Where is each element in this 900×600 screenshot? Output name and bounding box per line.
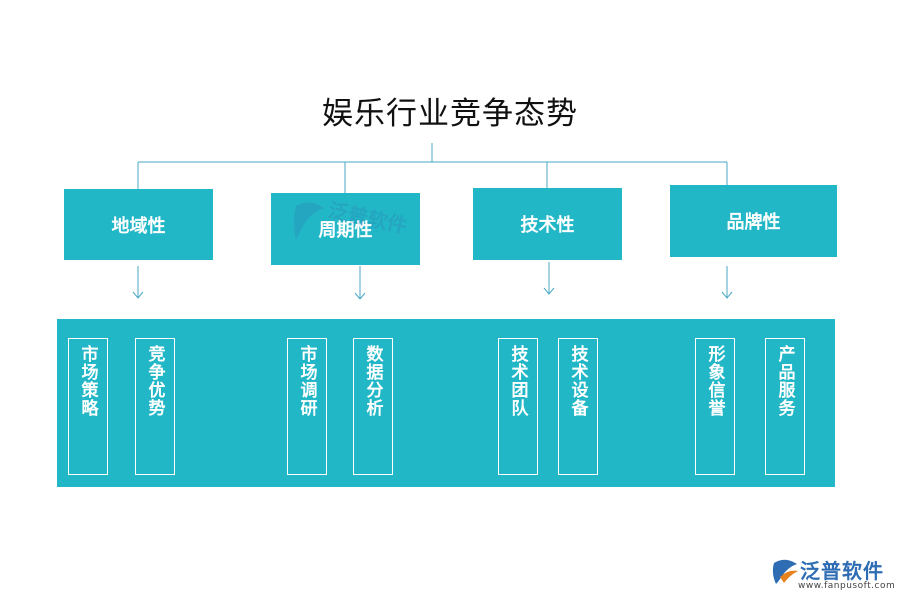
item-box: 形象信誉 [695,338,735,475]
item-box: 产品服务 [765,338,805,475]
category-label: 品牌性 [726,212,781,233]
item-box: 数据分析 [353,338,393,475]
arrow-1-head [132,291,144,299]
diagram-title: 娱乐行业竞争态势 [322,96,578,132]
category-label: 技术性 [520,215,575,236]
item-box: 技术团队 [498,338,538,475]
arrow-3-head [543,287,555,295]
category-box-brand: 品牌性 [670,185,837,257]
detail-panel [57,319,835,487]
category-box-technical: 技术性 [473,188,622,260]
item-box: 市场策略 [68,338,108,475]
category-label: 周期性 [318,220,373,241]
brand-logo: 泛普软件 www.fanpusoft.com [770,553,896,597]
category-box-regional: 地域性 [64,189,213,260]
arrow-4-head [721,291,733,299]
category-label: 地域性 [111,215,166,237]
item-box: 竞争优势 [135,338,175,475]
brand-logo-icon [772,559,798,584]
brand-name: 泛普软件 [800,559,884,583]
item-box: 技术设备 [558,338,598,475]
arrow-2-head [354,292,366,300]
category-box-cyclical: 周期性 [271,193,420,265]
item-box: 市场调研 [287,338,327,475]
brand-url: www.fanpusoft.com [798,581,896,591]
